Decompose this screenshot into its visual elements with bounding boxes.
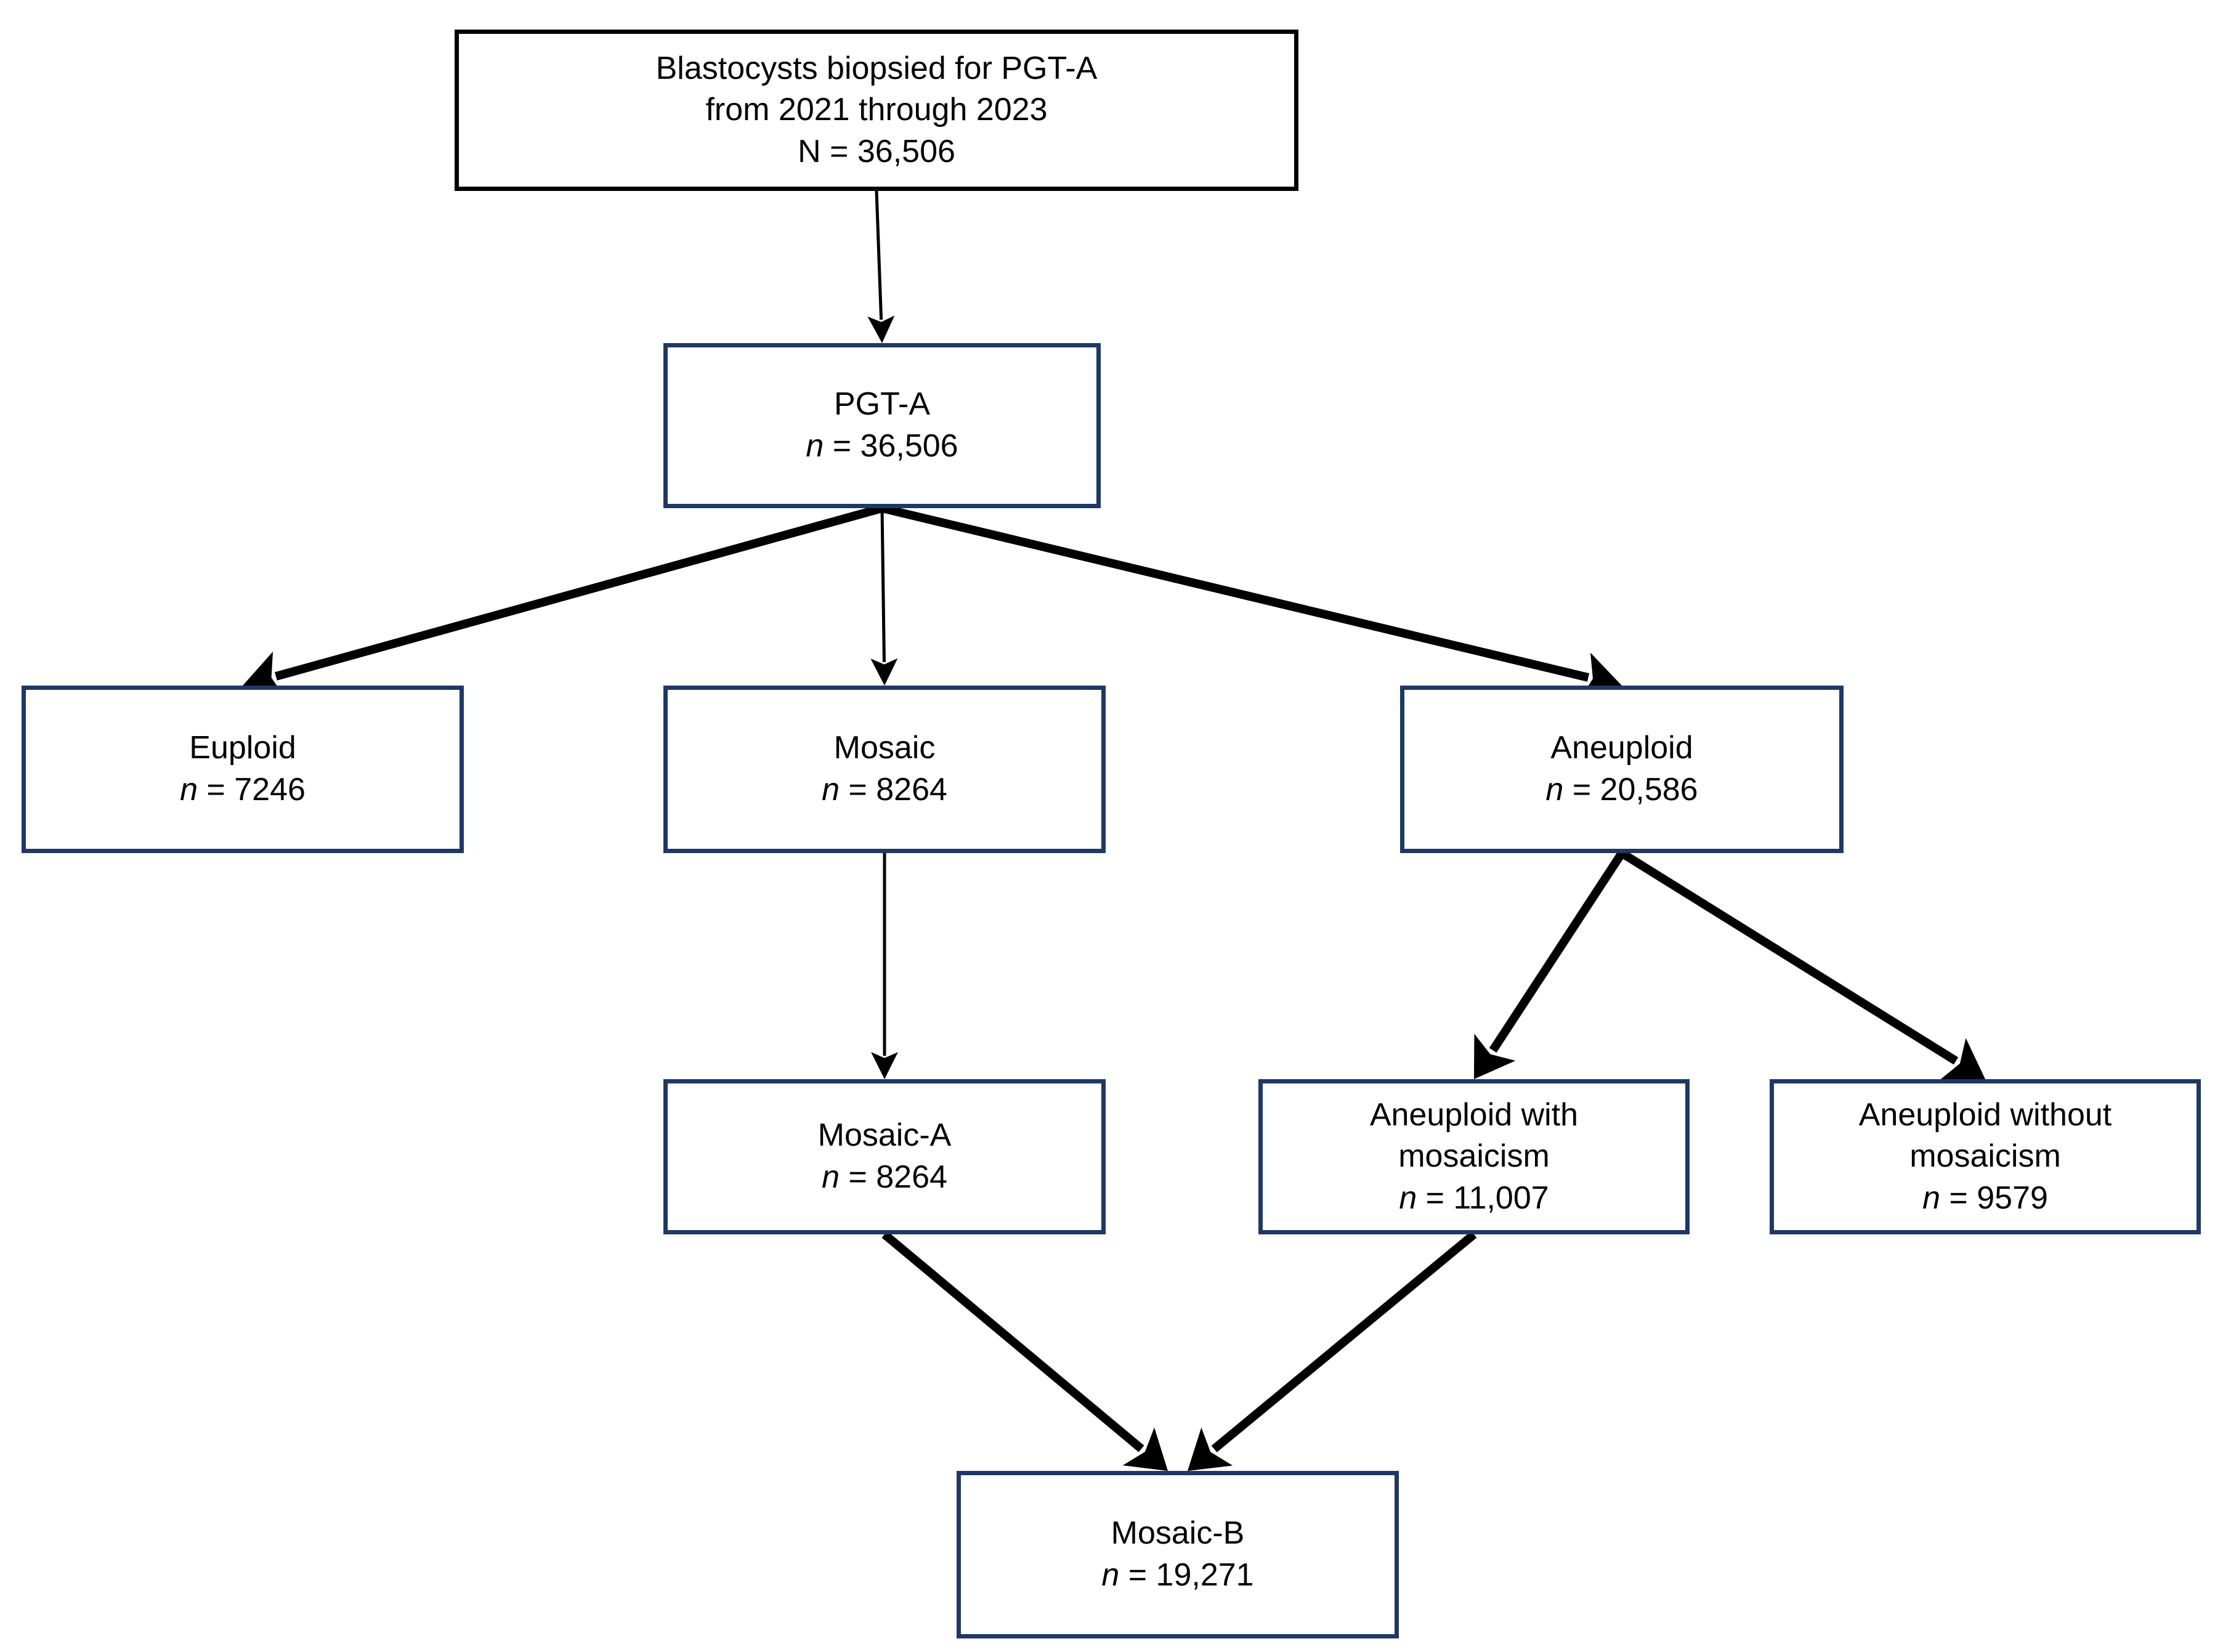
edge-pgta-to-euploid [243, 504, 883, 699]
edge-pgta-to-mosaic [870, 508, 898, 686]
node-label-line: Mosaic [833, 730, 936, 766]
italic-n: n [1101, 1557, 1120, 1593]
node-label-line: Aneuploid with [1369, 1096, 1579, 1133]
node-count: n = 9579 [1922, 1180, 2048, 1216]
node-count: n = 11,007 [1399, 1180, 1549, 1216]
node-aneuploid-with-mosaicism: Aneuploid with mosaicism n = 11,007 [1258, 1079, 1690, 1234]
node-label-line: Blastocysts biopsied for PGT-A [655, 50, 1098, 86]
edge-with-mosaicism-to-mosaic-b [1188, 1231, 1477, 1471]
italic-n: n [1399, 1180, 1417, 1216]
node-count: n = 20,586 [1545, 772, 1698, 808]
node-aneuploid: Aneuploid n = 20,586 [1400, 686, 1844, 853]
edge-source-to-pgta [867, 190, 895, 343]
edge-mosaic-a-to-mosaic-b [881, 1231, 1168, 1471]
node-label-line: mosaicism [1909, 1138, 2061, 1175]
edge-aneuploid-to-with-mosaicism [1474, 851, 1626, 1079]
italic-n: n [822, 772, 840, 808]
node-blastocysts-biopsied: Blastocysts biopsied for PGT-A from 2021 … [455, 30, 1298, 191]
node-count: n = 8264 [822, 772, 947, 808]
node-count: n = 36,506 [806, 428, 958, 464]
node-count: n = 7246 [180, 772, 306, 808]
node-label-line: Aneuploid [1550, 730, 1693, 766]
edge-pgta-to-aneuploid [881, 504, 1622, 701]
node-mosaic-a: Mosaic-A n = 8264 [663, 1079, 1106, 1234]
node-count: n = 19,271 [1101, 1557, 1254, 1593]
node-label-line: Mosaic-B [1111, 1515, 1245, 1552]
node-label-line: PGT-A [833, 386, 931, 423]
italic-n: n [1545, 772, 1564, 808]
node-label-line: Aneuploid without [1858, 1096, 2112, 1133]
italic-n: n [806, 428, 824, 464]
node-aneuploid-without-mosaicism: Aneuploid without mosaicism n = 9579 [1770, 1079, 2201, 1234]
edge-aneuploid-to-without-mosaicism [1619, 849, 1985, 1080]
node-mosaic: Mosaic n = 8264 [663, 686, 1106, 853]
node-label-line: from 2021 through 2023 [705, 92, 1048, 128]
node-label-line: Mosaic-A [817, 1117, 952, 1154]
node-label-line: Euploid [189, 730, 296, 766]
node-count: n = 8264 [822, 1159, 947, 1195]
node-mosaic-b: Mosaic-B n = 19,271 [957, 1471, 1399, 1638]
node-label-line: N = 36,506 [798, 133, 955, 169]
italic-n: n [180, 772, 198, 808]
edge-mosaic-to-mosaic-a [871, 853, 898, 1079]
node-euploid: Euploid n = 7246 [22, 686, 464, 853]
italic-n: n [1922, 1180, 1940, 1216]
italic-n: n [822, 1159, 840, 1195]
node-pgt-a: PGT-A n = 36,506 [663, 343, 1101, 508]
node-label-line: mosaicism [1398, 1138, 1550, 1175]
